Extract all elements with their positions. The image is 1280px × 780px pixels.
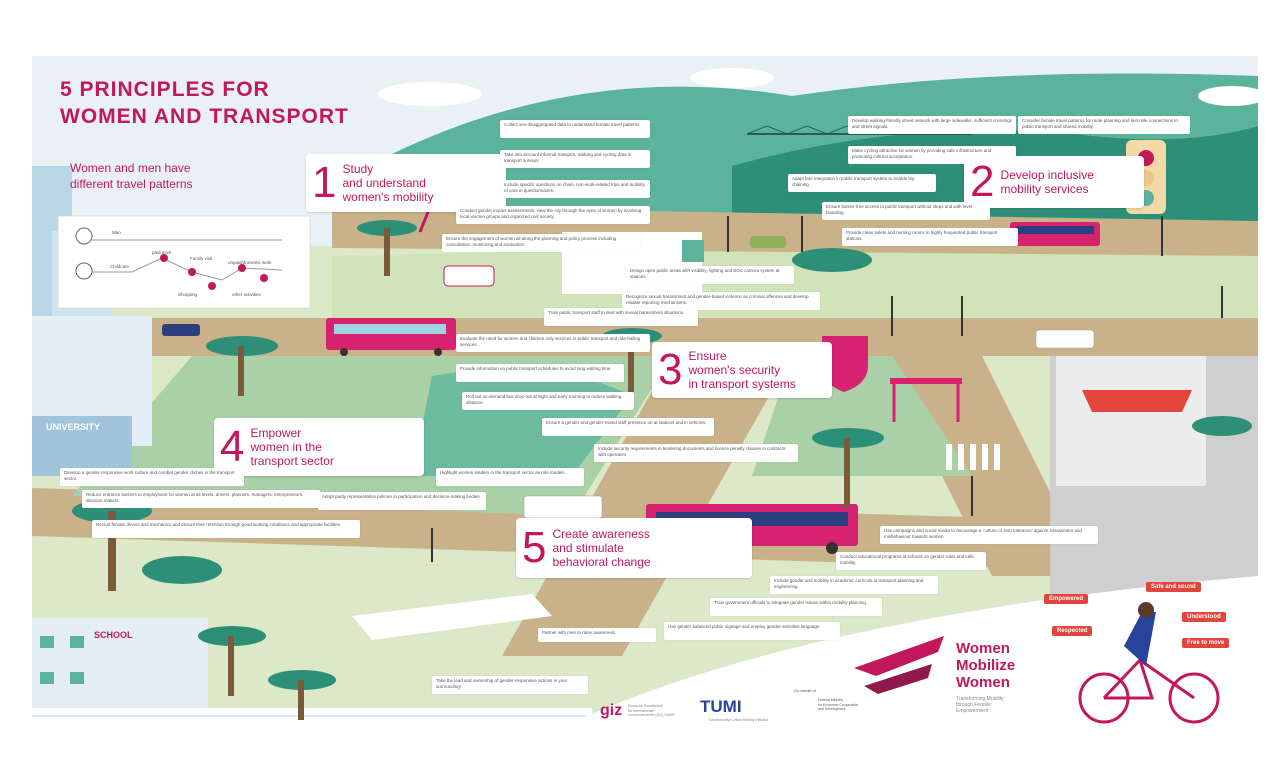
speech-bubble-understood: Understood (1182, 612, 1226, 622)
arrow-graphic (854, 636, 944, 676)
giz-logo: giz (600, 702, 623, 719)
woman-on-bike (1078, 602, 1220, 724)
principle-card-4: 4 Empower women in the transport sector (214, 418, 424, 476)
cloud (378, 82, 482, 106)
principle-card-1: 1 Study and understand women's mobility (306, 154, 506, 212)
note: Develop walking-friendly street network … (848, 116, 1016, 134)
shop-awning (1082, 390, 1192, 412)
subtitle: Women and men have different travel patt… (70, 161, 193, 191)
note: Take the lead and ownership of gender-re… (432, 676, 588, 694)
diagram-label-domestic: unpaid/domestic work (228, 260, 272, 265)
note: Include gender and mobility in academic … (770, 576, 938, 594)
school-label: SCHOOL (94, 630, 133, 640)
ambulance (443, 265, 495, 287)
note: Recognize sexual harassment and gender-b… (622, 292, 820, 310)
note: Collect sex-disaggregated data to unders… (500, 120, 650, 138)
note: Develop a gender-responsive work culture… (60, 468, 244, 486)
note: Include security requirements in tenderi… (594, 444, 798, 462)
diagram-label-other: other activities (232, 292, 261, 297)
note: Ensure a gender and gender-mixed staff p… (542, 418, 714, 436)
principle-card-5: 5 Create awareness and stimulate behavio… (516, 518, 752, 578)
note: Provide information on public transport … (456, 364, 624, 382)
note: Highlight women leaders in the transport… (436, 468, 584, 486)
principle-card-3: 3 Ensure women's security in transport s… (652, 342, 832, 398)
note: Conduct gender impact assessments: view … (456, 206, 650, 224)
diagram-label-childcare: Childcare (110, 264, 130, 269)
fence (32, 708, 592, 736)
diagram-label-man: Man (112, 230, 121, 235)
note: Provide clean toilets and nursing rooms … (842, 228, 1018, 246)
poster-title: 5 PRINCIPLES FOR WOMEN AND TRANSPORT (60, 78, 349, 128)
principle-number: 1 (312, 158, 337, 207)
note: Recruit female drivers and mechanics and… (92, 520, 360, 538)
zebra-crossing (946, 444, 1000, 470)
note: Design open public areas with visibility… (626, 266, 794, 284)
van (1035, 329, 1095, 349)
diagram-label-shopping: Shopping (178, 292, 198, 297)
diagram-label-family: Family visit (190, 256, 213, 261)
bus (326, 318, 456, 356)
street-lamp (431, 216, 1223, 562)
note: Use gender balanced public signage and e… (664, 622, 840, 640)
on-behalf-label: On behalf of (794, 688, 816, 693)
note: Ensure barrier-free access to public tra… (822, 202, 990, 220)
infographic-poster: 5 PRINCIPLES FOR WOMEN AND TRANSPORT Wom… (32, 56, 1258, 736)
university-building (32, 416, 132, 476)
diagram-label-work: paid work (152, 250, 172, 255)
note: Adopt parity representation policies in … (318, 492, 486, 510)
giz-subtitle: Deutsche Gesellschaft für Internationale… (628, 704, 675, 717)
note: Evaluate the need for women and children… (456, 334, 650, 352)
note: Adapt fare integration in public transpo… (788, 174, 936, 192)
cloud (690, 68, 774, 88)
speech-bubble-empowered: Empowered (1044, 594, 1089, 604)
note: Consider female travel patterns for rout… (1018, 116, 1190, 134)
travel-pattern-diagram (57, 215, 311, 309)
speech-bubble-safe: Safe and sound (1146, 582, 1201, 592)
principle-number: 2 (970, 157, 995, 206)
tumi-subtitle: Transformative Urban Mobility Initiative (708, 718, 769, 722)
sandbox (352, 594, 552, 640)
note: Train government officials to integrate … (710, 598, 882, 616)
university-label: UNIVERSITY (46, 422, 101, 432)
principle-text: Empower women in the transport sector (250, 426, 334, 468)
note: Partner with men to raise awareness. (538, 628, 656, 642)
principle-number: 3 (658, 345, 683, 394)
principle-text: Develop inclusive mobility services (1000, 168, 1094, 196)
speech-bubble-respected: Respected (1052, 626, 1093, 636)
speech-bubble-free: Free to move (1182, 638, 1230, 648)
note: Train public transport staff to deal wit… (544, 308, 698, 326)
car (750, 236, 786, 248)
bus (1010, 222, 1100, 246)
principle-text: Ensure women's security in transport sys… (688, 349, 796, 391)
principle-number: 5 (522, 523, 547, 572)
note: Take into account informal transport, wa… (500, 150, 650, 168)
car (162, 324, 200, 336)
tumi-logo: TUMI (700, 697, 742, 716)
principle-text: Create awareness and stimulate behaviora… (552, 527, 651, 569)
principle-number: 4 (220, 422, 245, 471)
note: Make cycling attractive for women by pro… (848, 146, 1016, 164)
cloud (1198, 86, 1258, 106)
note: Conduct educational programs at schools … (836, 552, 986, 570)
note: Use campaigns and social media to encour… (880, 526, 1098, 544)
note: Roll out on-demand bus drop-out at night… (462, 392, 634, 410)
bus-shelter (890, 378, 962, 384)
principle-card-2: 2 Develop inclusive mobility services (964, 156, 1144, 208)
campaign-title: Women Mobilize Women (956, 640, 1016, 691)
campaign-subtitle: Transforming Mobility through Female Emp… (956, 696, 1004, 714)
note: Include specific questions on chain, non… (500, 180, 650, 198)
note: Reduce entrance barriers to employment f… (82, 490, 320, 508)
ministry-logo-text: Federal Ministry for Economic Cooperatio… (818, 698, 859, 711)
note: Ensure the engagement of women all along… (442, 234, 640, 252)
school-building (32, 618, 208, 708)
shield-icon (822, 336, 868, 392)
principle-text: Study and understand women's mobility (342, 162, 434, 204)
van (523, 495, 603, 519)
